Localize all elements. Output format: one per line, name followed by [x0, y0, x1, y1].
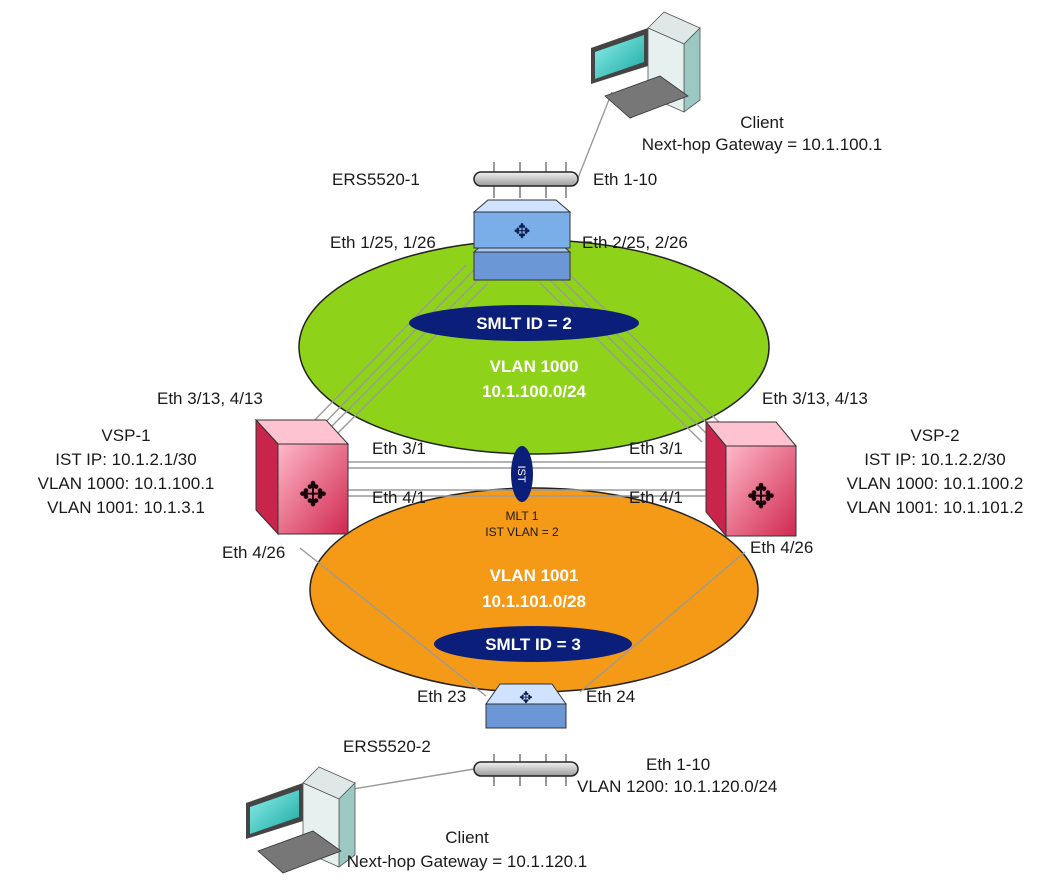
vsp-1-port-ist-b: Eth 4/1 [372, 488, 426, 507]
vsp-1-vlan1000: VLAN 1000: 10.1.100.1 [38, 474, 215, 493]
ers5520-2-access-vlan: VLAN 1200: 10.1.120.0/24 [577, 777, 777, 796]
svg-text:✥: ✥ [514, 219, 531, 243]
ers5520-2-name: ERS5520-2 [343, 737, 431, 756]
ers5520-1-uplink-right: Eth 2/25, 2/26 [582, 233, 688, 252]
smlt-2-badge: SMLT ID = 2 [409, 305, 639, 341]
vlan-1001-subnet: 10.1.101.0/28 [482, 592, 586, 611]
computer-icon [246, 766, 356, 874]
ers5520-2-uplink-right: Eth 24 [586, 687, 635, 706]
vsp-2-port-top: Eth 3/13, 4/13 [762, 389, 868, 408]
client-bottom-gateway: Next-hop Gateway = 10.1.120.1 [347, 852, 588, 871]
vsp-1-vlan1001: VLAN 1001: 10.1.3.1 [47, 498, 205, 517]
vsp-1-port-top: Eth 3/13, 4/13 [157, 389, 263, 408]
svg-text:✥: ✥ [519, 688, 532, 707]
vsp-1-switch-icon: ✥ [254, 418, 350, 536]
vsp-2-port-bottom: Eth 4/26 [750, 538, 813, 557]
ers5520-1-name: ERS5520-1 [332, 170, 420, 189]
ers5520-2-switch-icon: ✥ [485, 683, 567, 729]
client-bottom-title: Client [445, 828, 489, 847]
ist-vlan-label: IST VLAN = 2 [485, 525, 559, 539]
smlt-3-label: SMLT ID = 3 [485, 635, 581, 654]
svg-text:✥: ✥ [747, 477, 776, 517]
ers5520-1-access-port: Eth 1-10 [593, 170, 657, 189]
ers5520-1-switch-icon: ✥ [472, 199, 572, 281]
vlan-1000-name: VLAN 1000 [490, 357, 579, 376]
vsp-2-ist-ip: IST IP: 10.1.2.2/30 [864, 450, 1005, 469]
computer-icon [591, 11, 701, 119]
ist-badge: IST [511, 446, 533, 502]
vsp-2-vlan1001: VLAN 1001: 10.1.101.2 [847, 498, 1024, 517]
ers5520-1-uplink-left: Eth 1/25, 1/26 [330, 233, 436, 252]
vlan-1001-name: VLAN 1001 [490, 566, 579, 585]
ers5520-2-uplink-left: Eth 23 [417, 687, 466, 706]
vsp-2-port-ist-b: Eth 4/1 [629, 488, 683, 507]
ers5520-2-access-port: Eth 1-10 [646, 755, 710, 774]
svg-text:✥: ✥ [299, 475, 328, 515]
vsp-1-port-bottom: Eth 4/26 [222, 543, 285, 562]
vsp-2-switch-icon: ✥ [704, 420, 798, 538]
vsp-1-name: VSP-1 [101, 426, 150, 445]
vsp-1-ist-ip: IST IP: 10.1.2.1/30 [55, 450, 196, 469]
smlt-2-label: SMLT ID = 2 [476, 314, 572, 333]
smlt-3-badge: SMLT ID = 3 [434, 626, 632, 662]
client-top-gateway: Next-hop Gateway = 10.1.100.1 [642, 135, 883, 154]
access-port-bar-bottom [473, 754, 579, 786]
vsp-2-name: VSP-2 [910, 426, 959, 445]
vsp-2-port-ist-a: Eth 3/1 [629, 439, 683, 458]
ist-label: IST [515, 465, 527, 482]
client-top-title: Client [740, 113, 784, 132]
vsp-2-vlan1000: VLAN 1000: 10.1.100.2 [847, 474, 1024, 493]
vlan-1000-subnet: 10.1.100.0/24 [482, 382, 587, 401]
access-port-bar-top [473, 162, 579, 198]
vsp-1-port-ist-a: Eth 3/1 [372, 439, 426, 458]
mlt-label: MLT 1 [506, 509, 539, 523]
